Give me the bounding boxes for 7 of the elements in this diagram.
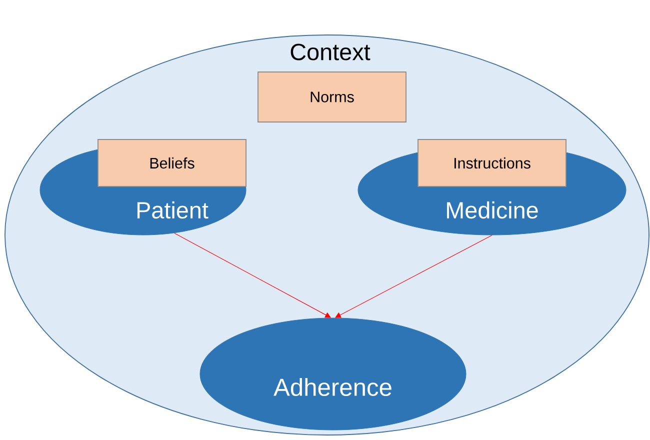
factor-box: Instructions [418,139,566,187]
factor-box: Beliefs [98,139,246,187]
entity-label: Adherence [274,378,392,396]
factor-box: Norms [258,72,406,122]
entity-label: Patient [137,201,208,219]
entity-label: Medicine [447,201,538,219]
context-label: Context [290,44,370,60]
